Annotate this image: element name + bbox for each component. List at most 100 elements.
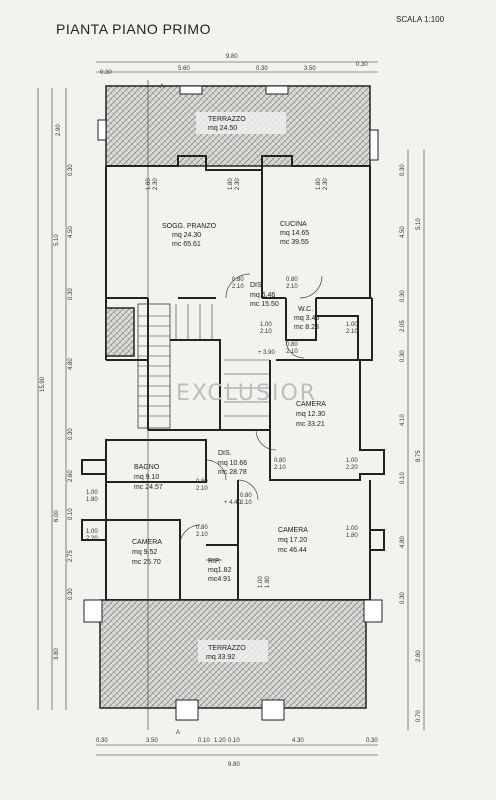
room-volume: mc 25.70: [132, 559, 161, 566]
dim-bottom-part: 0.30: [96, 738, 108, 744]
dim-left: 4.80: [68, 358, 74, 370]
dim-bottom-total: 9.80: [228, 762, 240, 768]
room-name: CAMERA: [296, 401, 326, 408]
room-name: CUCINA: [280, 221, 307, 228]
dim-left: 0.30: [68, 588, 74, 600]
room-name: RIP.: [208, 558, 221, 565]
level-mark: + 4.40: [224, 500, 242, 506]
room-volume: mc 24.57: [134, 484, 163, 491]
opening-width: 1.00: [346, 322, 358, 328]
dim-right: 0.30: [400, 592, 406, 604]
room-area: mq 10.66: [218, 460, 247, 467]
room-volume: mc 39.55: [280, 239, 309, 246]
opening-height: 2.30: [153, 178, 159, 190]
opening-width: 0.80: [286, 277, 298, 283]
watermark: EXCLUSIOR: [176, 381, 317, 406]
dim-top-part: 5.60: [178, 66, 190, 72]
terrace-top: [105, 85, 371, 167]
room-volume: mc 33.21: [296, 421, 325, 428]
opening-height: 2.10: [286, 349, 298, 355]
room-name: DIS.: [250, 282, 264, 289]
opening-height: 2.10: [260, 329, 272, 335]
opening-height: 1.80: [346, 533, 358, 539]
opening-height: 2.30: [323, 178, 329, 190]
dim-bottom-part: 3.50: [146, 738, 158, 744]
room-name: SOGG. PRANZO: [162, 223, 217, 230]
dim-top-total: 9.80: [226, 54, 238, 60]
room-area: mq 33.92: [206, 654, 235, 661]
dim-bottom-part: 1.20: [214, 738, 226, 744]
dim-right: 2.80: [416, 650, 422, 662]
opening-height: 1.80: [86, 497, 98, 503]
dim-right: 0.30: [400, 164, 406, 176]
dim-right: 4.80: [400, 536, 406, 548]
dim-right-outer: 5.10: [416, 218, 422, 230]
section-mark: A: [176, 730, 180, 736]
dim-left: 0.30: [68, 288, 74, 300]
room-area: mq 24.50: [208, 125, 237, 132]
dim-bottom-part: 0.30: [366, 738, 378, 744]
room-name: W.C.: [298, 306, 313, 313]
opening-width: 0.80: [286, 342, 298, 348]
dim-left: 2.90: [56, 124, 62, 136]
opening-width: 1.00: [346, 458, 358, 464]
right-dimensions: 0.30 4.50 0.30 2.05 0.30 4.10 0.10 4.80 …: [400, 150, 425, 730]
opening-width: 0.80: [196, 479, 208, 485]
opening-height: 2.10: [196, 486, 208, 492]
room-area: mq 6.46: [250, 292, 275, 299]
dim-bottom-part: 4.30: [292, 738, 304, 744]
opening-labels: 1.80 2.30 1.80 2.30 1.80 2.30 0.80 2.10 …: [86, 178, 358, 588]
opening-width: 0.80: [240, 493, 252, 499]
room-name: TERRAZZO: [208, 116, 246, 123]
dim-top-part: 0.30: [256, 66, 268, 72]
opening-height: 1.80: [265, 576, 271, 588]
opening-width: 1.80: [146, 178, 152, 190]
dim-right: 4.50: [400, 226, 406, 238]
dim-top-part: 0.30: [100, 70, 112, 76]
scale-label: SCALA 1:100: [396, 15, 445, 24]
room-area: mq 17.20: [278, 537, 307, 544]
opening-width: 0.80: [196, 525, 208, 531]
opening-width: 0.80: [274, 458, 286, 464]
opening-width: 1.00: [346, 526, 358, 532]
dim-bottom-part: 0.10: [228, 738, 240, 744]
level-mark: + 3.90: [258, 350, 276, 356]
dim-left: 0.10: [68, 508, 74, 520]
dim-left-outer: 5.10: [54, 234, 60, 246]
dim-bottom-part: 0.10: [198, 738, 210, 744]
dim-left: 0.30: [68, 428, 74, 440]
opening-height: 2.10: [286, 284, 298, 290]
dim-right: 0.30: [400, 290, 406, 302]
bottom-dimensions: 0.30 3.50 0.10 1.20 0.10 4.30 0.30 9.80: [96, 738, 378, 768]
opening-height: 2.30: [235, 178, 241, 190]
opening-height: 2.20: [86, 536, 98, 542]
room-volume: mc 28.78: [218, 469, 247, 476]
left-dimensions: 2.90 0.30 4.50 0.30 4.80 0.30 2.60 0.10 …: [37, 88, 74, 710]
dim-right-outer: 8.75: [416, 450, 422, 462]
dim-right: 0.10: [400, 472, 406, 484]
dim-left: 0.30: [68, 164, 74, 176]
opening-height: 2.10: [196, 532, 208, 538]
room-area: mq 14.65: [280, 230, 309, 237]
opening-height: 2.10: [232, 284, 244, 290]
dim-top-part: 3.50: [304, 66, 316, 72]
dim-right: 0.70: [416, 710, 422, 722]
opening-width: 1.00: [258, 576, 264, 588]
opening-height: 2.20: [346, 465, 358, 471]
room-area: mq 12.30: [296, 411, 325, 418]
section-mark: A: [160, 84, 164, 90]
dim-left: 2.75: [68, 550, 74, 562]
opening-height: 2.10: [346, 329, 358, 335]
room-labels: SOGG. PRANZO mq 24.30 mc 65.61 CUCINA mq…: [132, 221, 326, 583]
walls: [81, 155, 385, 601]
opening-width: 1.00: [86, 529, 98, 535]
room-name: TERRAZZO: [208, 645, 246, 652]
room-area: mq 3.45: [294, 315, 319, 322]
opening-width: 1.00: [86, 490, 98, 496]
dim-right: 0.30: [400, 350, 406, 362]
room-name: CAMERA: [132, 539, 162, 546]
staircase: [137, 303, 270, 429]
room-area: mq 9.10: [134, 474, 159, 481]
dim-left: 4.50: [68, 226, 74, 238]
